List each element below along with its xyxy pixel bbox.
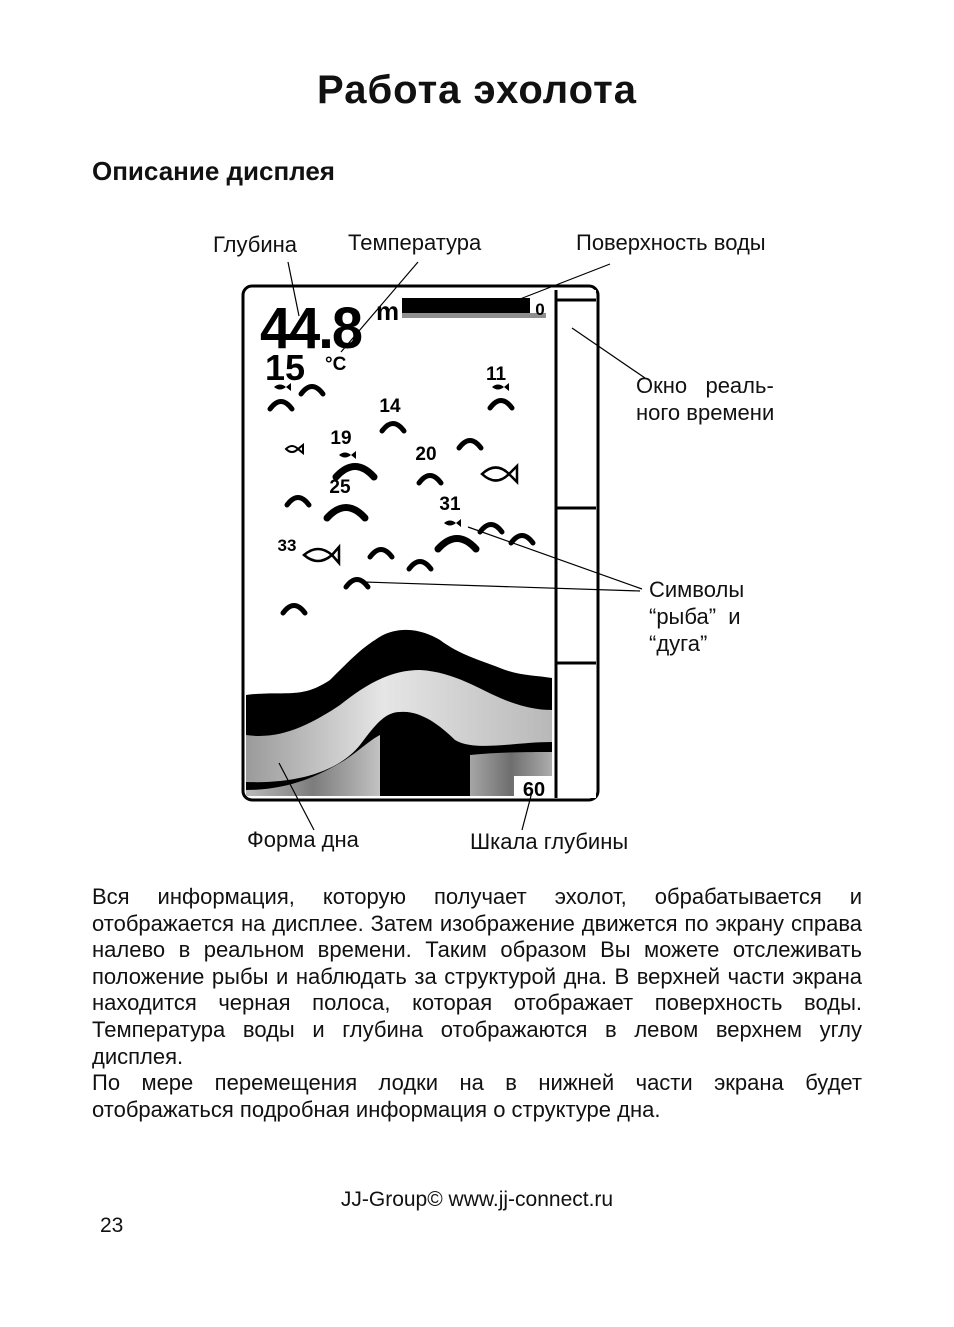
depth-unit: m: [376, 296, 399, 326]
page-title: Работа эхолота: [317, 68, 637, 112]
label-bottom-shape: Форма дна: [247, 827, 359, 852]
realtime-window: [556, 290, 596, 798]
leader-lines: [278, 261, 646, 831]
label-symbols-line3: “дуга”: [649, 631, 708, 656]
fish-depth-label: 11: [486, 364, 507, 385]
page-number: 23: [100, 1214, 124, 1237]
section-heading: Описание дисплея: [92, 156, 335, 186]
label-realtime-window-line1: Окно реаль-: [636, 373, 774, 398]
fish-outline-icon: [302, 543, 341, 567]
fish-depth-label: 14: [379, 396, 401, 417]
fish-depth-label: 20: [415, 444, 436, 465]
label-symbols-line2: “рыба” и: [649, 604, 741, 629]
label-realtime-window: Окно реаль- ного времени: [636, 372, 774, 426]
fish-outline-icon: [284, 442, 304, 456]
bottom-gradient-left: [246, 735, 380, 796]
surface-scale-label: 0: [535, 300, 544, 319]
paragraph: По мере перемещения лодки на в нижней ча…: [92, 1070, 862, 1122]
paragraph: Вся информация, которую получает эхолот,…: [92, 884, 862, 1069]
label-symbols: Символы “рыба” и “дуга”: [649, 576, 744, 657]
bottom-scale-label: 60: [523, 779, 545, 801]
temperature-readout: 15: [265, 347, 305, 388]
label-temperature: Температура: [348, 230, 482, 255]
fish-depth-label: 19: [330, 428, 351, 449]
fish-depth-label: 31: [439, 494, 461, 515]
fish-depth-label: 25: [329, 477, 351, 498]
surface-bar-shade: [402, 313, 546, 318]
label-realtime-window-line2: ного времени: [636, 400, 775, 425]
body-text: Вся информация, которую получает эхолот,…: [92, 884, 862, 1123]
depth-readout: 44.8: [260, 296, 362, 362]
footer-copyright: JJ-Group© www.jj-connect.ru: [340, 1188, 614, 1211]
fish-outline-icon: [480, 462, 519, 486]
fish-depth-label: 33: [278, 536, 297, 555]
depth-scale-box: [514, 776, 554, 798]
temperature-unit: °C: [325, 354, 347, 375]
label-symbols-line1: Символы: [649, 577, 745, 602]
label-depth-scale: Шкала глубины: [470, 829, 629, 854]
surface-bar: [402, 298, 530, 313]
label-depth: Глубина: [213, 232, 298, 257]
label-water-surface: Поверхность воды: [576, 230, 766, 255]
